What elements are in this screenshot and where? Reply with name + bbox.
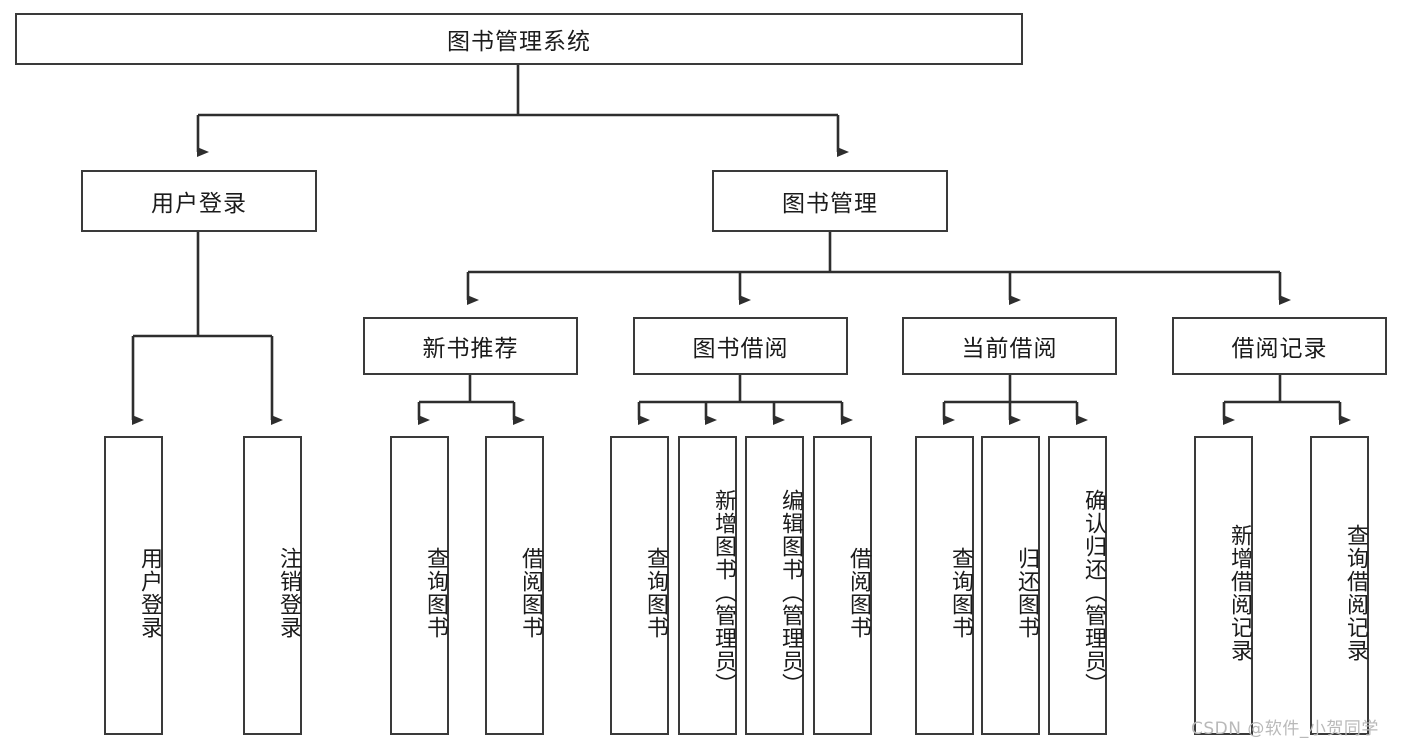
leaf-label: 新增图书（管理员）	[711, 489, 736, 696]
node-new-book-recommend[interactable]: 新书推荐	[363, 317, 578, 375]
leaf-label: 注销登录	[276, 546, 301, 639]
watermark: CSDN @软件_小贺同学	[1191, 719, 1379, 739]
leaf-label: 查询借阅记录	[1343, 523, 1368, 662]
leaf-label: 借阅图书	[846, 546, 871, 639]
leaf-label: 查询图书	[423, 546, 448, 639]
leaf-label: 确认归还（管理员）	[1081, 489, 1106, 696]
leaf-label: 编辑图书（管理员）	[778, 489, 803, 696]
node-current-borrow[interactable]: 当前借阅	[902, 317, 1117, 375]
leaf-borrow-add-book[interactable]: 新增图书（管理员）	[678, 436, 737, 735]
node-current-borrow-label: 当前借阅	[961, 336, 1058, 362]
leaf-label: 查询图书	[643, 546, 668, 639]
leaf-label: 查询图书	[948, 546, 973, 639]
leaf-recommend-borrow-book[interactable]: 借阅图书	[485, 436, 544, 735]
node-root-label: 图书管理系统	[447, 29, 591, 55]
leaf-label: 借阅图书	[518, 546, 543, 639]
node-book-borrow-label: 图书借阅	[692, 336, 789, 362]
leaf-borrow-edit-book[interactable]: 编辑图书（管理员）	[745, 436, 804, 735]
node-book-borrow[interactable]: 图书借阅	[633, 317, 848, 375]
leaf-current-confirm-return[interactable]: 确认归还（管理员）	[1048, 436, 1107, 735]
node-book-management-label: 图书管理	[782, 191, 878, 217]
leaf-user-login-logout[interactable]: 注销登录	[243, 436, 302, 735]
node-borrow-record-label: 借阅记录	[1231, 336, 1328, 362]
node-new-book-recommend-label: 新书推荐	[422, 336, 519, 362]
node-root[interactable]: 图书管理系统	[15, 13, 1023, 65]
leaf-recommend-query-book[interactable]: 查询图书	[390, 436, 449, 735]
leaf-current-query-book[interactable]: 查询图书	[915, 436, 974, 735]
node-user-login-label: 用户登录	[151, 191, 247, 217]
leaf-record-query-record[interactable]: 查询借阅记录	[1310, 436, 1369, 735]
leaf-label: 归还图书	[1014, 546, 1039, 639]
node-borrow-record[interactable]: 借阅记录	[1172, 317, 1387, 375]
leaf-record-add-record[interactable]: 新增借阅记录	[1194, 436, 1253, 735]
leaf-current-return-book[interactable]: 归还图书	[981, 436, 1040, 735]
leaf-borrow-borrow-book[interactable]: 借阅图书	[813, 436, 872, 735]
leaf-label: 新增借阅记录	[1227, 523, 1252, 662]
leaf-borrow-query-book[interactable]: 查询图书	[610, 436, 669, 735]
node-user-login[interactable]: 用户登录	[81, 170, 317, 232]
leaf-user-login-login[interactable]: 用户登录	[104, 436, 163, 735]
node-book-management[interactable]: 图书管理	[712, 170, 948, 232]
leaf-label: 用户登录	[137, 546, 162, 639]
